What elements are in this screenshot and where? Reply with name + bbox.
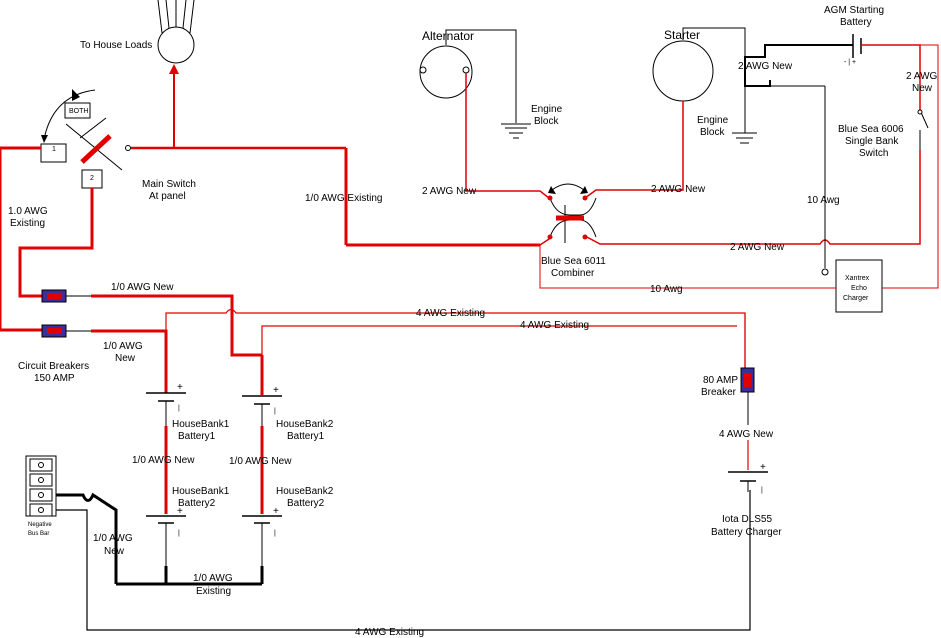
label-4-awg-existing-a: 4 AWG Existing xyxy=(416,308,485,319)
label-bluesea6006-1: Blue Sea 6006 xyxy=(838,124,904,135)
label-hb1b1-1: HouseBank1 xyxy=(172,419,230,430)
label-engine-block-st-1: Engine xyxy=(697,115,729,126)
label-combiner-2: Combiner xyxy=(551,268,595,279)
label-80amp-2: Breaker xyxy=(701,387,737,398)
label-plus-hb2b1: + xyxy=(273,385,279,396)
label-bar-hb1b1: | xyxy=(178,405,180,412)
label-neg-bus-1: Negative xyxy=(28,522,52,528)
label-combiner-1: Blue Sea 6011 xyxy=(541,256,606,267)
label-hb2b2-2: Battery2 xyxy=(287,498,325,509)
label-new-left: New xyxy=(115,353,136,364)
house-loads-symbol xyxy=(157,0,195,64)
label-hb1b2-1: HouseBank1 xyxy=(172,486,230,497)
label-1-0-awg-existing-top: 1/0 AWG Existing xyxy=(305,193,382,204)
label-existing-left: Existing xyxy=(10,218,45,229)
label-plus-hb2b2: + xyxy=(273,506,279,517)
label-1-0-awg-new-bot: 1/0 AWG xyxy=(93,533,133,544)
blue-sea-6011-combiner xyxy=(547,183,597,243)
label-1-0-awg-new-mid1: 1/0 AWG New xyxy=(132,455,195,466)
iota-charger-symbol xyxy=(728,471,768,492)
label-1-0-awg-existing-bot: 1/0 AWG xyxy=(193,573,233,584)
label-4-awg-new: 4 AWG New xyxy=(719,429,774,440)
label-bluesea6006-3: Switch xyxy=(859,148,888,159)
label-plus-hb1b1: + xyxy=(177,382,183,393)
label-at-panel: At panel xyxy=(149,191,186,202)
label-both: BOTH xyxy=(69,108,88,115)
label-main-switch: Main Switch xyxy=(142,179,196,190)
label-bar-iota: | xyxy=(761,487,763,494)
label-plus-iota: + xyxy=(760,462,766,473)
label-xantrex-3: Charger xyxy=(843,295,869,302)
label-agm-1: AGM Starting xyxy=(824,5,884,16)
housebank2-battery1 xyxy=(242,355,282,426)
label-1-0-awg-new-left: 1/0 AWG xyxy=(103,341,143,352)
label-cb-1: Circuit Breakers xyxy=(18,361,89,372)
label-4-awg-existing-bottom: 4 AWG Existing xyxy=(355,627,424,638)
label-agm-polarity: - | + xyxy=(844,59,856,66)
label-switch-2: 2 xyxy=(90,175,94,182)
label-bluesea6006-2: Single Bank xyxy=(845,136,899,147)
label-bar-hb2b2: | xyxy=(274,530,276,537)
label-existing-bot: Existing xyxy=(196,586,231,597)
label-engine-block-alt-1: Engine xyxy=(531,104,563,115)
label-new-right: New xyxy=(912,83,933,94)
label-2-awg-right: 2 AWG xyxy=(906,71,938,82)
negative-bus-bar xyxy=(25,455,57,517)
label-1-0-awg-new-mid2: 1/0 AWG New xyxy=(229,456,292,467)
label-switch-1: 1 xyxy=(52,146,56,153)
label-10-awg: 10 Awg xyxy=(807,195,840,206)
label-new-bot: New xyxy=(104,546,125,557)
label-80amp-1: 80 AMP xyxy=(703,375,738,386)
label-bar-hb2b1: | xyxy=(274,408,276,415)
label-hb2b1-2: Battery1 xyxy=(287,431,325,442)
xantrex-echo-charger xyxy=(835,259,883,313)
label-xantrex-1: Xantrex xyxy=(845,275,870,282)
label-to-house-loads: To House Loads xyxy=(80,40,152,51)
label-2-awg-new-bottom: 2 AWG New xyxy=(730,242,785,253)
label-2-awg-new-mid: 2 AWG New xyxy=(651,184,706,195)
label-hb1b2-2: Battery2 xyxy=(178,498,216,509)
label-cb-2: 150 AMP xyxy=(34,373,75,384)
circuit-breakers-150amp xyxy=(41,289,67,338)
label-1-0-awg: 1.0 AWG xyxy=(8,206,48,217)
label-agm-2: Battery xyxy=(840,17,872,28)
label-engine-block-st-2: Block xyxy=(700,127,725,138)
housebank1-battery1 xyxy=(146,355,186,426)
alternator-symbol xyxy=(419,45,473,99)
starter-symbol xyxy=(652,40,714,102)
breaker-80amp xyxy=(740,367,755,393)
label-10-awg-bottom: 10 Awg xyxy=(650,284,683,295)
label-4-awg-existing-b: 4 AWG Existing xyxy=(520,320,589,331)
label-bar-hb1b2: | xyxy=(178,530,180,537)
label-hb2b2-1: HouseBank2 xyxy=(276,486,334,497)
label-xantrex-2: Echo xyxy=(851,285,867,292)
label-iota-1: Iota DLS55 xyxy=(722,514,772,525)
label-2-awg-new-top: 2 AWG New xyxy=(738,61,793,72)
housebank2-battery2 xyxy=(242,494,282,584)
label-alternator: Alternator xyxy=(422,29,474,43)
label-neg-bus-2: Bus Bar xyxy=(28,531,49,537)
label-iota-2: Battery Charger xyxy=(711,527,782,538)
label-starter: Starter xyxy=(664,28,700,42)
label-1-0-awg-new-top: 1/0 AWG New xyxy=(111,282,174,293)
label-hb1b1-2: Battery1 xyxy=(178,431,216,442)
label-hb2b1-1: HouseBank2 xyxy=(276,419,334,430)
agm-battery-symbol xyxy=(852,34,862,58)
label-engine-block-alt-2: Block xyxy=(534,116,559,127)
label-2-awg-new-left: 2 AWG New xyxy=(422,186,477,197)
label-plus-hb1b2: + xyxy=(177,506,183,517)
main-switch xyxy=(40,89,131,189)
